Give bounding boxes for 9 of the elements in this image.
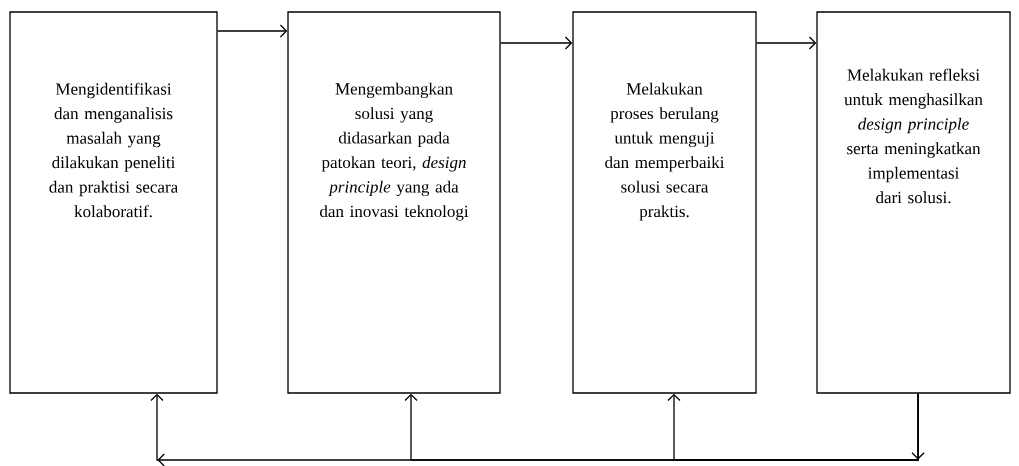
arrow (217, 24, 288, 38)
arrow (150, 393, 925, 466)
box-text: Melakukan proses berulang untuk menguji dan memperbaiki solusi secara praktis. (605, 82, 725, 221)
arrow (500, 36, 573, 50)
box-text: Melakukan refleksi untuk menghasilkan design principle serta meningkatkan implementasi dari solusi. (844, 68, 983, 204)
arrow (667, 393, 919, 461)
arrow (756, 36, 817, 50)
box-text: Mengembangkan solusi yang didasarkan pada patokan teori, design principle yang ada dan inovasi teknologi (320, 82, 469, 221)
box-text: Mengidentifikasi dan menganalisis masalah yang dilakukan peneliti dan praktisi secara kolaboratif. (49, 82, 178, 218)
